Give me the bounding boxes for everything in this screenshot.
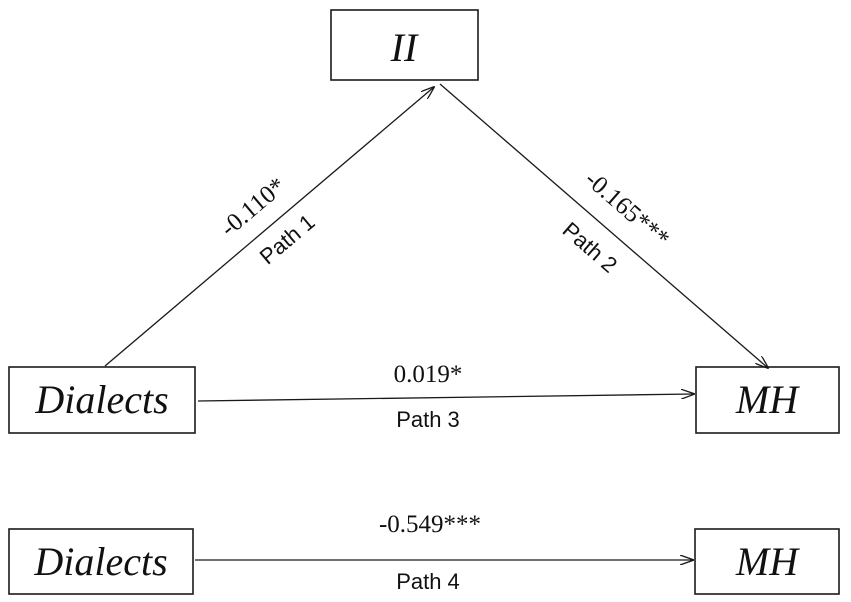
node-ii-label: II (390, 25, 419, 70)
node-mh-top-label: MH (735, 377, 800, 422)
path-2-label: Path 2 (558, 217, 622, 278)
node-mh-top: MH (695, 366, 840, 434)
path-3-coefficient: 0.019* (394, 361, 463, 388)
node-dialects-bottom-label: Dialects (33, 539, 167, 584)
node-dialects-bottom: Dialects (8, 528, 194, 595)
path-2-arrow (439, 83, 768, 368)
node-mh-bottom-label: MH (735, 539, 800, 584)
path-4-label: Path 4 (396, 569, 460, 594)
path-1-label: Path 1 (255, 209, 320, 269)
path-1-arrow (104, 87, 434, 367)
node-dialects-top: Dialects (8, 366, 196, 434)
node-mh-bottom: MH (694, 528, 840, 595)
path-3-label: Path 3 (396, 407, 460, 432)
node-ii: II (330, 9, 479, 81)
path-3-arrow (197, 394, 694, 402)
node-dialects-top-label: Dialects (34, 377, 168, 422)
path-4-coefficient: -0.549*** (379, 511, 481, 538)
